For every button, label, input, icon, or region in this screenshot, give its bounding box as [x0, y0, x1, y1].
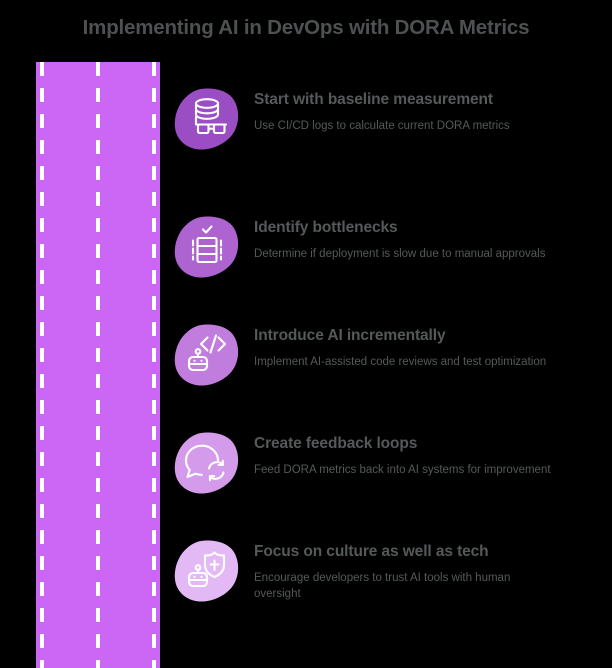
step-title-1: Start with baseline measurement: [254, 91, 493, 108]
road-lane-marking-right: [152, 62, 156, 668]
step-title-5: Focus on culture as well as tech: [254, 543, 489, 560]
step-badge-4: [174, 430, 240, 496]
step-title-2: Identify bottlenecks: [254, 219, 398, 236]
page-title: Implementing AI in DevOps with DORA Metr…: [82, 16, 530, 39]
step-text-4: Create feedback loops Feed DORA metrics …: [254, 430, 612, 478]
step-title-3: Introduce AI incrementally: [254, 327, 446, 344]
step-item-1[interactable]: Start with baseline measurement Use CI/C…: [174, 86, 612, 152]
road-lane-marking-left: [40, 62, 44, 668]
step-item-3[interactable]: Introduce AI incrementally Implement AI-…: [174, 322, 612, 388]
step-item-4[interactable]: Create feedback loops Feed DORA metrics …: [174, 430, 612, 496]
database-network-icon: [194, 98, 228, 135]
step-text-5: Focus on culture as well as tech Encoura…: [254, 538, 612, 603]
step-title-4: Create feedback loops: [254, 435, 418, 452]
step-text-1: Start with baseline measurement Use CI/C…: [254, 86, 612, 134]
feedback-loop-icon: [184, 444, 225, 482]
step-description-2: Determine if deployment is slow due to m…: [254, 248, 546, 261]
step-badge-2: [174, 214, 240, 280]
step-text-2: Identify bottlenecks Determine if deploy…: [254, 214, 612, 262]
step-description-5: Encourage developers to trust AI tools w…: [254, 572, 511, 601]
robot-code-icon: [187, 334, 227, 372]
timeline-road-band: [36, 62, 160, 668]
robot-shield-icon: [187, 551, 226, 588]
step-badge-5: [174, 538, 240, 604]
step-badge-3: [174, 322, 240, 388]
step-description-1: Use CI/CD logs to calculate current DORA…: [254, 120, 510, 133]
badge-blob-shape-3: [174, 324, 239, 386]
step-item-5[interactable]: Focus on culture as well as tech Encoura…: [174, 538, 612, 604]
step-text-3: Introduce AI incrementally Implement AI-…: [254, 322, 612, 370]
step-description-3: Implement AI-assisted code reviews and t…: [254, 356, 547, 369]
server-rack-check-icon: [191, 225, 223, 264]
badge-blob-shape-4: [174, 432, 239, 494]
road-lane-marking-center: [96, 62, 100, 668]
step-description-4: Feed DORA metrics back into AI systems f…: [254, 464, 551, 477]
step-badge-1: [174, 86, 240, 152]
step-item-2[interactable]: Identify bottlenecks Determine if deploy…: [174, 214, 612, 280]
